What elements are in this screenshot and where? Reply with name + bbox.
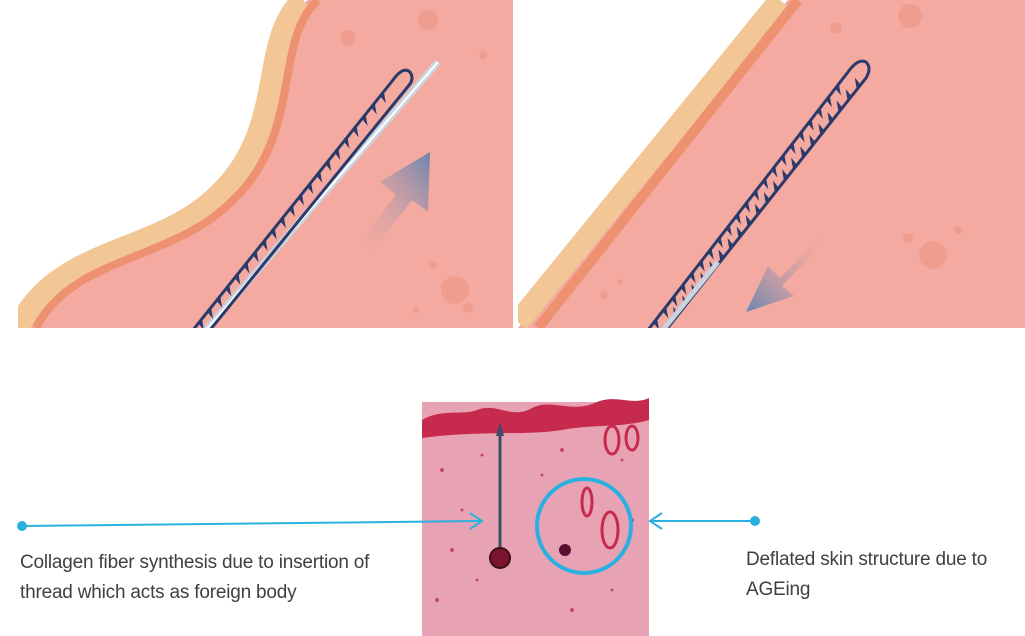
callout-right-dot [750,516,760,526]
collagen-node [490,548,510,568]
caption-right-line1: Deflated skin structure due to [746,545,1021,575]
thread-insertion-illustration [18,0,513,328]
caption-left-line1: Collagen fiber synthesis due to insertio… [20,548,415,578]
thread-insertion-panel [18,0,513,328]
thread-lifting-illustration [518,0,1025,328]
follicle-node [559,544,571,556]
caption-left-line2: thread which acts as foreign body [20,578,415,608]
arrow-left-icon [650,513,662,529]
skin-histology-image [422,380,649,636]
histology-photo [422,380,649,636]
collagen-synthesis-caption: Collagen fiber synthesis due to insertio… [20,548,415,608]
thread-lifting-panel [518,0,1025,328]
deflated-skin-caption: Deflated skin structure due to AGEing [746,545,1021,605]
caption-right-line2: AGEing [746,575,1021,605]
callout-left-dot [17,521,27,531]
callout-left-line [22,521,480,526]
